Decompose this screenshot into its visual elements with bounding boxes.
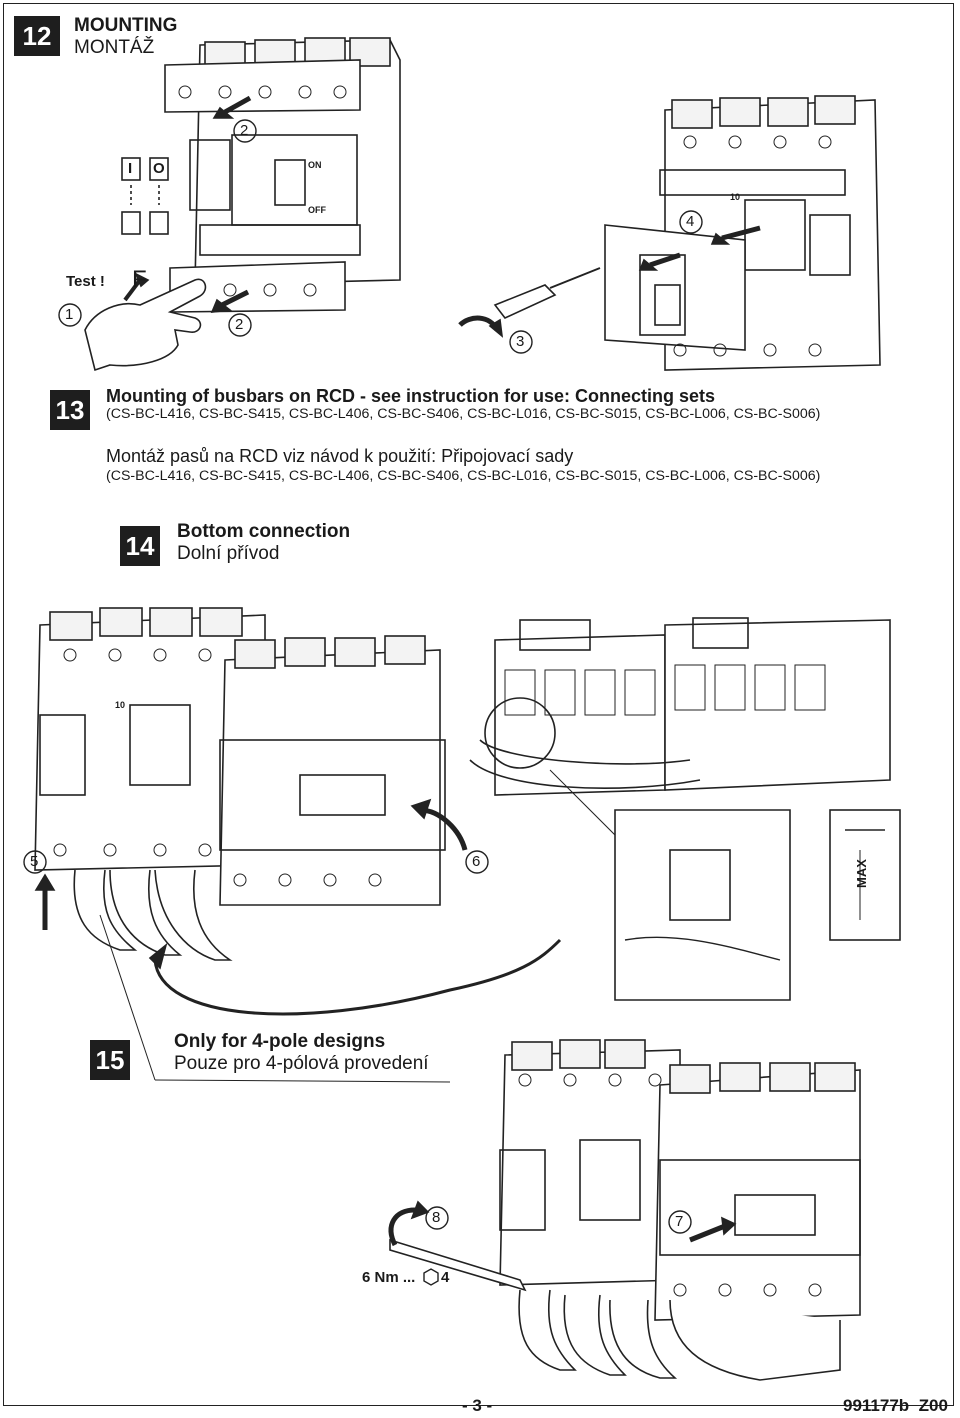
device-rating-label: 10 (730, 192, 741, 202)
marker-2b-label: 2 (235, 316, 244, 333)
step-15-title-cz: Pouze pro 4-pólová provedení (174, 1053, 429, 1074)
step-marker-4 (679, 210, 703, 234)
step-marker-8 (425, 1206, 449, 1230)
step-13-codes-cz: (CS-BC-L416, CS-BC-S415, CS-BC-L406, CS-… (106, 468, 821, 484)
switch-off-symbol: O (153, 160, 165, 177)
screwdriver-icon (493, 284, 557, 319)
detail-zoom-circle (484, 697, 556, 769)
marker-2a-label: 2 (240, 122, 249, 139)
step-15-title-en: Only for 4-pole designs (174, 1031, 386, 1052)
marker-7-label: 7 (675, 1213, 684, 1230)
hex-key-icon (389, 1238, 527, 1292)
marker-5-label: 5 (30, 853, 39, 870)
step-marker-6 (465, 850, 489, 874)
step-14-title-cz: Dolní přívod (177, 543, 280, 564)
step-13-title-cz: Montáž pasů na RCD viz návod k použití: … (106, 446, 574, 466)
hex-size-label: 4 (441, 1269, 450, 1286)
step-marker-3 (509, 330, 533, 354)
step-13-badge: 13 (50, 390, 90, 430)
marker-8-label: 8 (432, 1209, 441, 1226)
switch-off-box (149, 157, 169, 181)
switch-on-box (121, 157, 141, 181)
page-frame (3, 3, 954, 1406)
step-marker-1 (58, 303, 82, 327)
step-12-badge: 12 (14, 16, 60, 56)
step-13-title-en: Mounting of busbars on RCD - see instruc… (106, 386, 716, 406)
device-off-label: OFF (308, 205, 326, 215)
step14-rating-label: 10 (115, 700, 126, 710)
step-14-title-en: Bottom connection (177, 521, 351, 542)
marker-3-label: 3 (516, 333, 525, 350)
force-label: F (132, 266, 147, 293)
test-label: Test ! (66, 273, 105, 290)
document-code: 991177b Z00 (843, 1396, 948, 1415)
step-12-title-en: MOUNTING (74, 15, 178, 36)
step-marker-7 (668, 1210, 692, 1234)
step-13-codes-en: (CS-BC-L416, CS-BC-S415, CS-BC-L406, CS-… (106, 406, 821, 422)
step-15-badge: 15 (90, 1040, 130, 1080)
step-marker-2b (228, 313, 252, 337)
step-marker-5 (23, 850, 47, 874)
step-marker-2a (233, 119, 257, 143)
switch-on-symbol: I (128, 160, 133, 177)
hand-icon (84, 278, 207, 372)
step-12-title-cz: MONTÁŽ (74, 37, 155, 58)
device-on-label: ON (308, 160, 322, 170)
page-number: - 3 - (462, 1396, 493, 1415)
breaker-right (604, 95, 881, 371)
marker-1-label: 1 (65, 306, 74, 323)
marker-4-label: 4 (686, 213, 695, 230)
marker-6-label: 6 (472, 853, 481, 870)
step-14-badge: 14 (120, 526, 160, 566)
torque-label: 6 Nm ... (362, 1269, 416, 1286)
